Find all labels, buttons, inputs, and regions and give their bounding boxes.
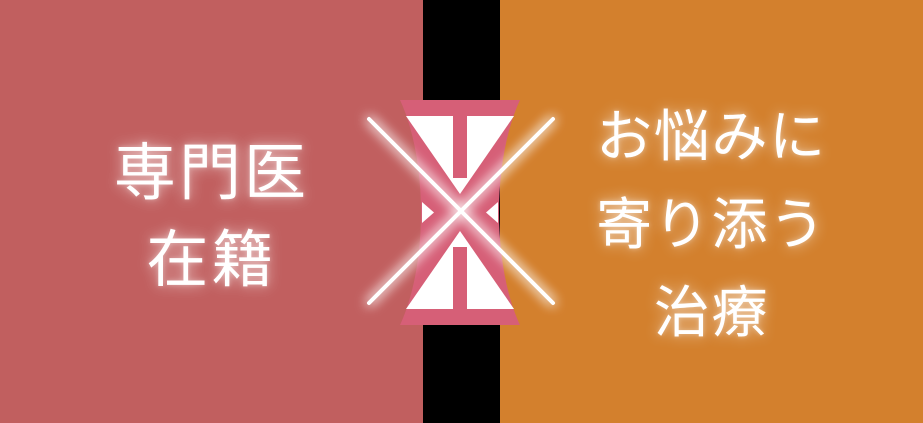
right-panel-background [500,0,923,423]
left-panel-background [0,0,423,423]
center-divider [423,0,500,423]
